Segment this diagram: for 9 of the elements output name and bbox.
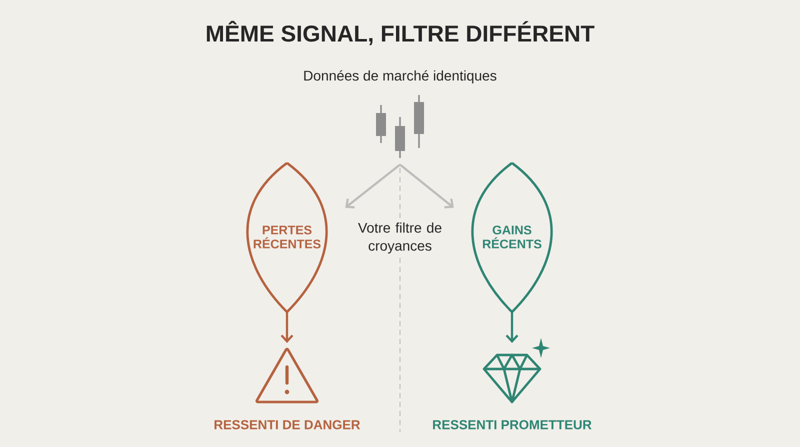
arrow: [345, 164, 401, 208]
arrow: [399, 164, 454, 208]
arrow: [506, 312, 518, 343]
filter-label: Votre filtre de croyances: [353, 221, 447, 255]
node-label: RESSENTI DE DANGER: [214, 420, 360, 430]
arrow: [280, 312, 294, 343]
node-label: Données de marché identiques: [304, 70, 496, 84]
node-label: RESSENTI PROMETTEUR: [433, 420, 592, 430]
title: MÊME SIGNAL, FILTRE DIFFÉRENT: [206, 20, 594, 46]
